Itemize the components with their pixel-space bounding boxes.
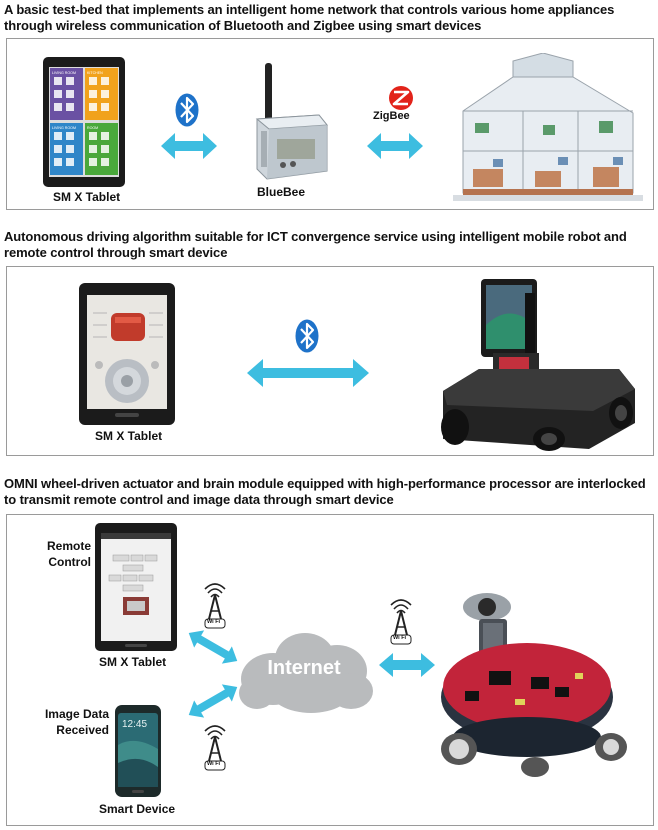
diagonal-arrow-phone-internet (183, 681, 243, 721)
robot-tablet-image (79, 283, 175, 425)
omni-robot-image (435, 587, 631, 783)
smart-device-label: Smart Device (99, 802, 176, 816)
phone-clock: 12:45 (122, 719, 147, 730)
smart-home-model-image (453, 53, 643, 203)
bidirectional-arrow (161, 133, 217, 159)
wifi-label: Wi Fi (207, 619, 221, 625)
bluebee-gateway-image (247, 61, 331, 185)
home-tablet-label: SM X Tablet (53, 190, 121, 204)
section3-panel: Remote Control SM X Tablet (6, 514, 654, 826)
tablet-tile-label: LIVING ROOM (52, 126, 76, 130)
section2-heading: Autonomous driving algorithm suitable fo… (4, 229, 627, 260)
zigbee-wordmark: ZigBee (373, 110, 410, 122)
wifi-label: Wi Fi (393, 635, 407, 641)
robot-tablet-label: SM X Tablet (95, 429, 163, 443)
home-tablet-image: LIVING ROOM KITCHEN LIVING ROOM ROOM (43, 57, 125, 187)
zigbee-logo (379, 85, 423, 125)
bidirectional-arrow (247, 359, 369, 387)
diagonal-arrow-tablet-internet (183, 627, 243, 667)
section3-heading: OMNI wheel-driven actuator and brain mod… (4, 476, 646, 507)
remote-control-label-line2: Control (48, 555, 91, 569)
section2-panel: SM X Tablet (6, 266, 654, 456)
tablet-tile-label: KITCHEN (87, 71, 103, 75)
bluebee-label: BlueBee (257, 185, 306, 199)
wifi-label: Wi Fi (207, 761, 221, 767)
bluetooth-icon (295, 319, 319, 353)
omni-tablet-image (95, 523, 177, 651)
wifi-tower-icon (197, 721, 233, 771)
internet-cloud (233, 627, 379, 715)
mobile-robot-image (429, 273, 639, 451)
bidirectional-arrow (379, 653, 435, 677)
tablet-tile-label: LIVING ROOM (52, 71, 76, 75)
image-data-label-line2: Received (56, 723, 109, 737)
wifi-tower-icon (383, 595, 419, 645)
section1-panel: LIVING ROOM KITCHEN LIVING ROOM ROOM SM … (6, 38, 654, 210)
smart-phone-image: 12:45 (115, 705, 161, 797)
wifi-tower-icon (197, 579, 233, 629)
internet-label: Internet (267, 657, 341, 679)
remote-control-label-line1: Remote (46, 539, 91, 553)
tablet-tile-label: ROOM (87, 126, 98, 130)
bluetooth-icon (175, 93, 199, 127)
image-data-label-line1: Image Data (44, 707, 109, 721)
omni-tablet-label: SM X Tablet (99, 655, 167, 669)
section1-heading: A basic test-bed that implements an inte… (4, 2, 615, 33)
bidirectional-arrow (367, 133, 423, 159)
